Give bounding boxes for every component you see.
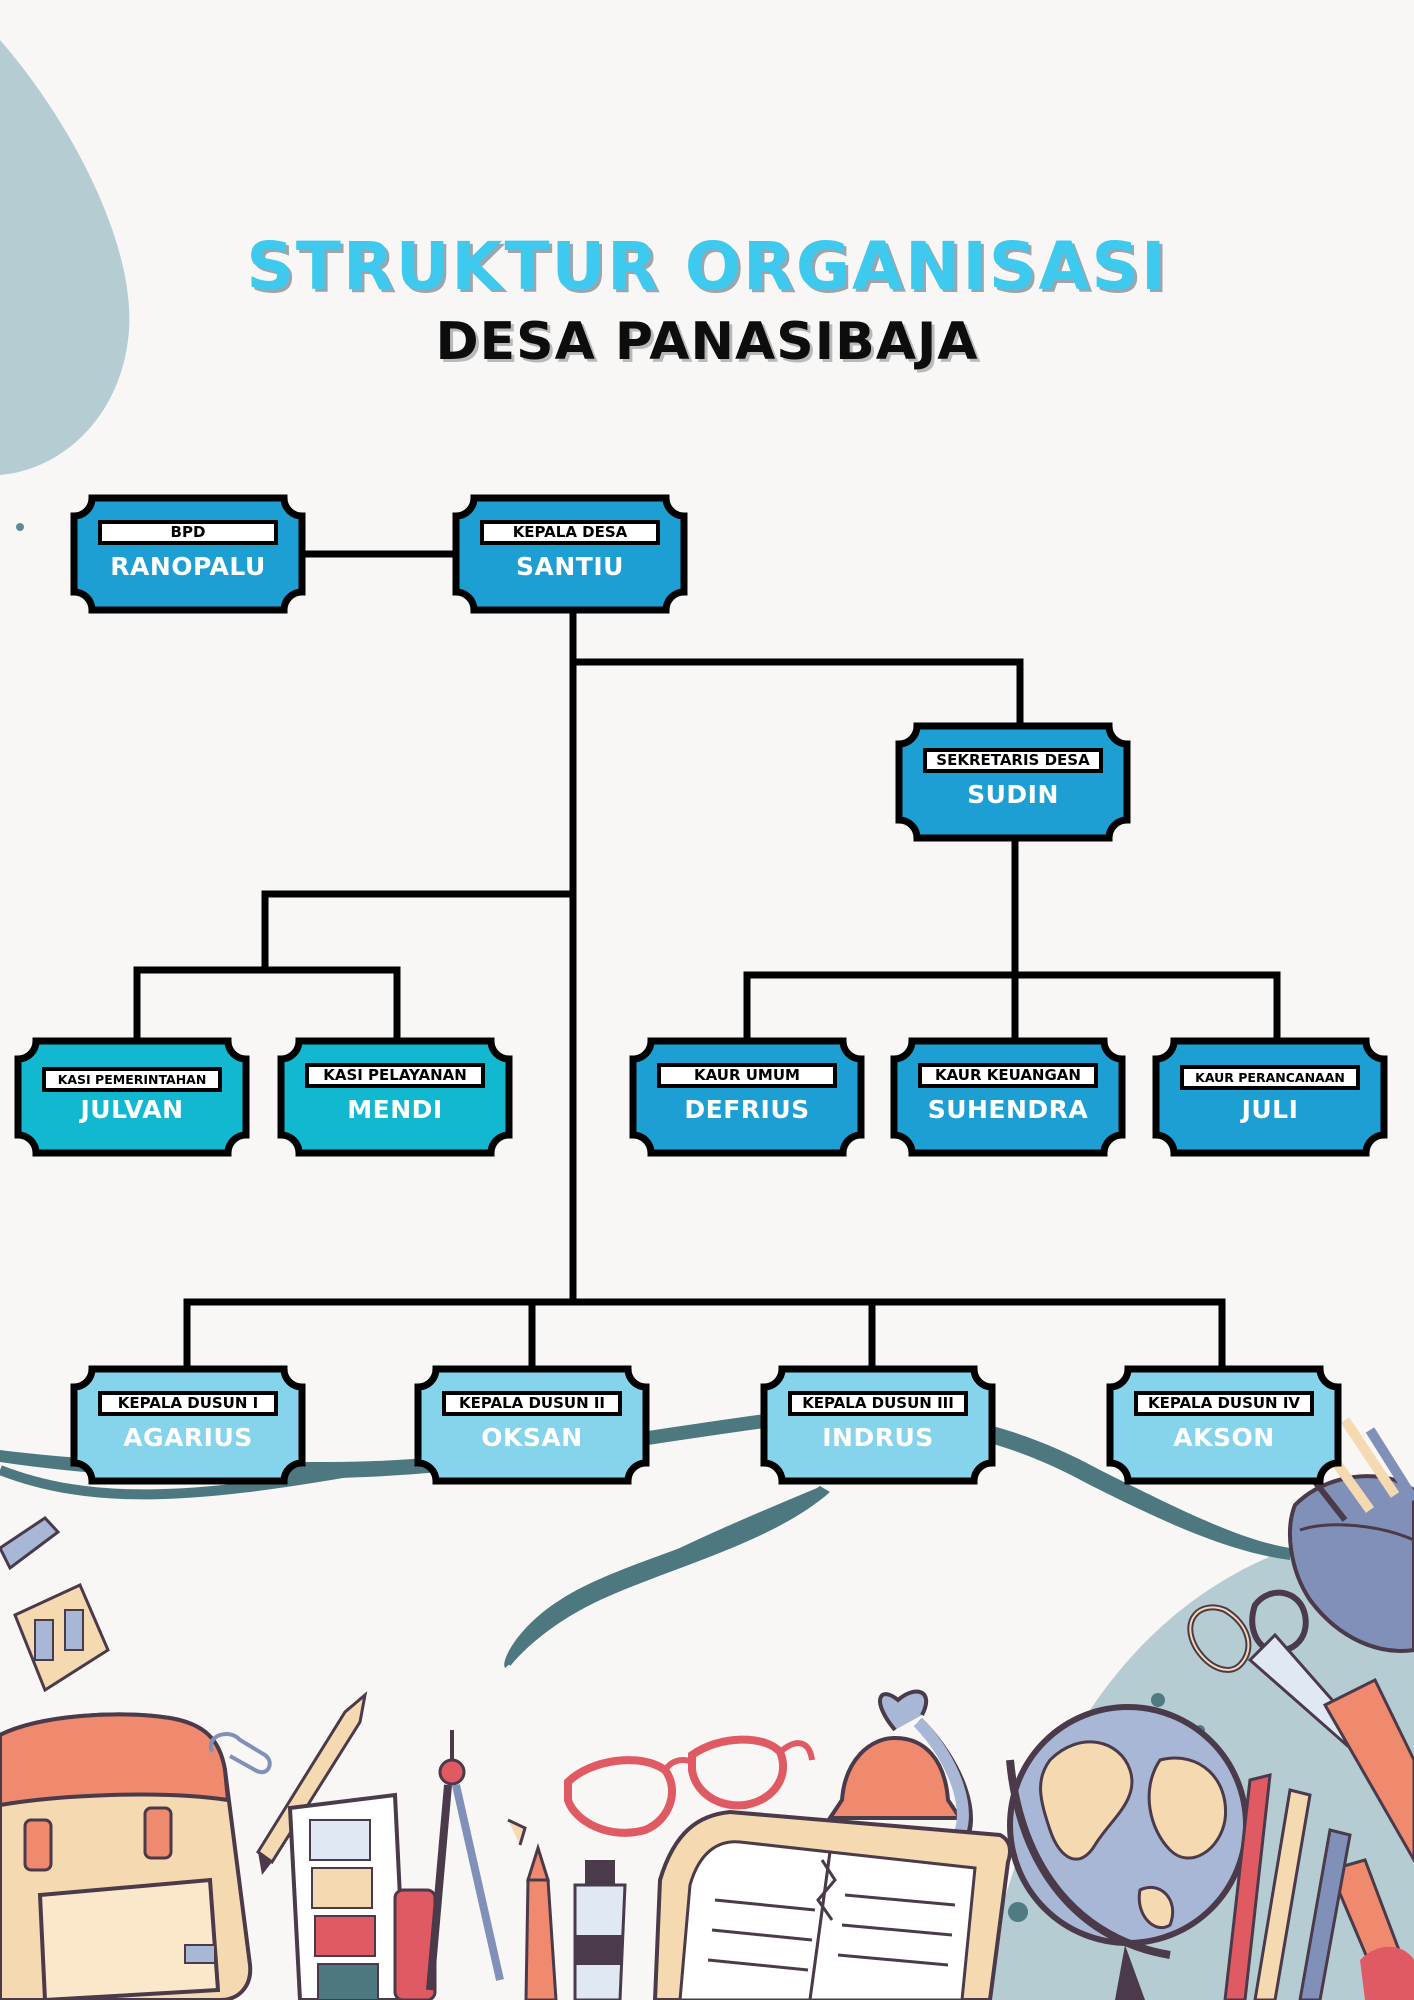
top-left-blob [0, 40, 130, 475]
node-role: KEPALA DESA [480, 520, 660, 545]
node-kaur-perancanaan: KAUR PERANCANAAN JULI [1152, 1037, 1388, 1157]
node-sekretaris-desa: SEKRETARIS DESA SUDIN [895, 722, 1131, 842]
paint-palette-illustration [287, 1792, 408, 2000]
node-role: KAUR KEUANGAN [918, 1063, 1098, 1088]
glasses-illustration [564, 1735, 815, 1837]
node-kaur-keuangan: KAUR KEUANGAN SUHENDRA [890, 1037, 1126, 1157]
node-role: KEPALA DUSUN III [788, 1391, 968, 1416]
node-kepala-dusun-1: KEPALA DUSUN I AGARIUS [70, 1365, 306, 1485]
node-person-name: SUDIN [967, 780, 1059, 809]
node-person-name: AKSON [1173, 1423, 1275, 1452]
sharpener-illustration [13, 1582, 110, 1693]
paint-tube-illustration [573, 1860, 627, 2000]
node-person-name: MENDI [347, 1095, 443, 1124]
node-person-name: JULI [1241, 1095, 1299, 1124]
connector-kaur-branch [743, 971, 1281, 1044]
node-person-name: SANTIU [516, 552, 624, 581]
node-role: KAUR UMUM [657, 1063, 837, 1088]
leaf-swoosh [504, 1486, 830, 1668]
node-person-name: RANOPALU [110, 552, 266, 581]
node-person-name: SUHENDRA [927, 1095, 1089, 1124]
node-kepala-dusun-3: KEPALA DUSUN III INDRUS [760, 1365, 996, 1485]
connector-kasi-branch [133, 966, 401, 1044]
node-role: BPD [98, 520, 278, 545]
node-person-name: AGARIUS [123, 1423, 253, 1452]
node-bpd: BPD RANOPALU [70, 494, 306, 614]
crayons-illustration [507, 1818, 558, 2000]
backpack-illustration [0, 1712, 253, 2000]
node-role: KEPALA DUSUN IV [1134, 1391, 1314, 1416]
node-person-name: INDRUS [822, 1423, 934, 1452]
page-subtitle: DESA PANASIBAJA [435, 312, 979, 372]
ribbon-bow-illustration [1360, 1946, 1414, 2000]
node-kepala-desa: KEPALA DESA SANTIU [452, 494, 688, 614]
page-title: STRUKTUR ORGANISASI [246, 228, 1168, 305]
node-role: KEPALA DUSUN II [442, 1391, 622, 1416]
node-person-name: OKSAN [481, 1423, 583, 1452]
pens-illustration [1223, 1773, 1352, 2000]
node-role: KEPALA DUSUN I [98, 1391, 278, 1416]
node-kasi-pemerintahan: KASI PEMERINTAHAN JULVAN [14, 1037, 250, 1157]
node-kaur-umum: KAUR UMUM DEFRIUS [629, 1037, 865, 1157]
connector-dusun-branch [183, 1298, 1226, 1372]
paperclip-illustration [208, 1732, 272, 1775]
node-role: KASI PEMERINTAHAN [42, 1067, 222, 1092]
node-kasi-pelayanan: KASI PELAYANAN MENDI [277, 1037, 513, 1157]
node-role: KAUR PERANCANAAN [1180, 1065, 1360, 1090]
compass-illustration [426, 1730, 504, 1991]
node-role: SEKRETARIS DESA [923, 748, 1103, 773]
pencil-illustration [255, 1691, 368, 1875]
connector-to-sekretaris [569, 658, 1024, 732]
connector-to-kasi [261, 890, 577, 974]
notebook-illustration [652, 1809, 1012, 2000]
node-kepala-dusun-4: KEPALA DUSUN IV AKSON [1106, 1365, 1342, 1485]
globe-illustration [1006, 1704, 1249, 2000]
node-person-name: DEFRIUS [684, 1095, 810, 1124]
node-kepala-dusun-2: KEPALA DUSUN II OKSAN [414, 1365, 650, 1485]
eraser-illustration [0, 1516, 61, 1571]
node-role: KASI PELAYANAN [305, 1063, 485, 1088]
node-person-name: JULVAN [80, 1095, 184, 1124]
